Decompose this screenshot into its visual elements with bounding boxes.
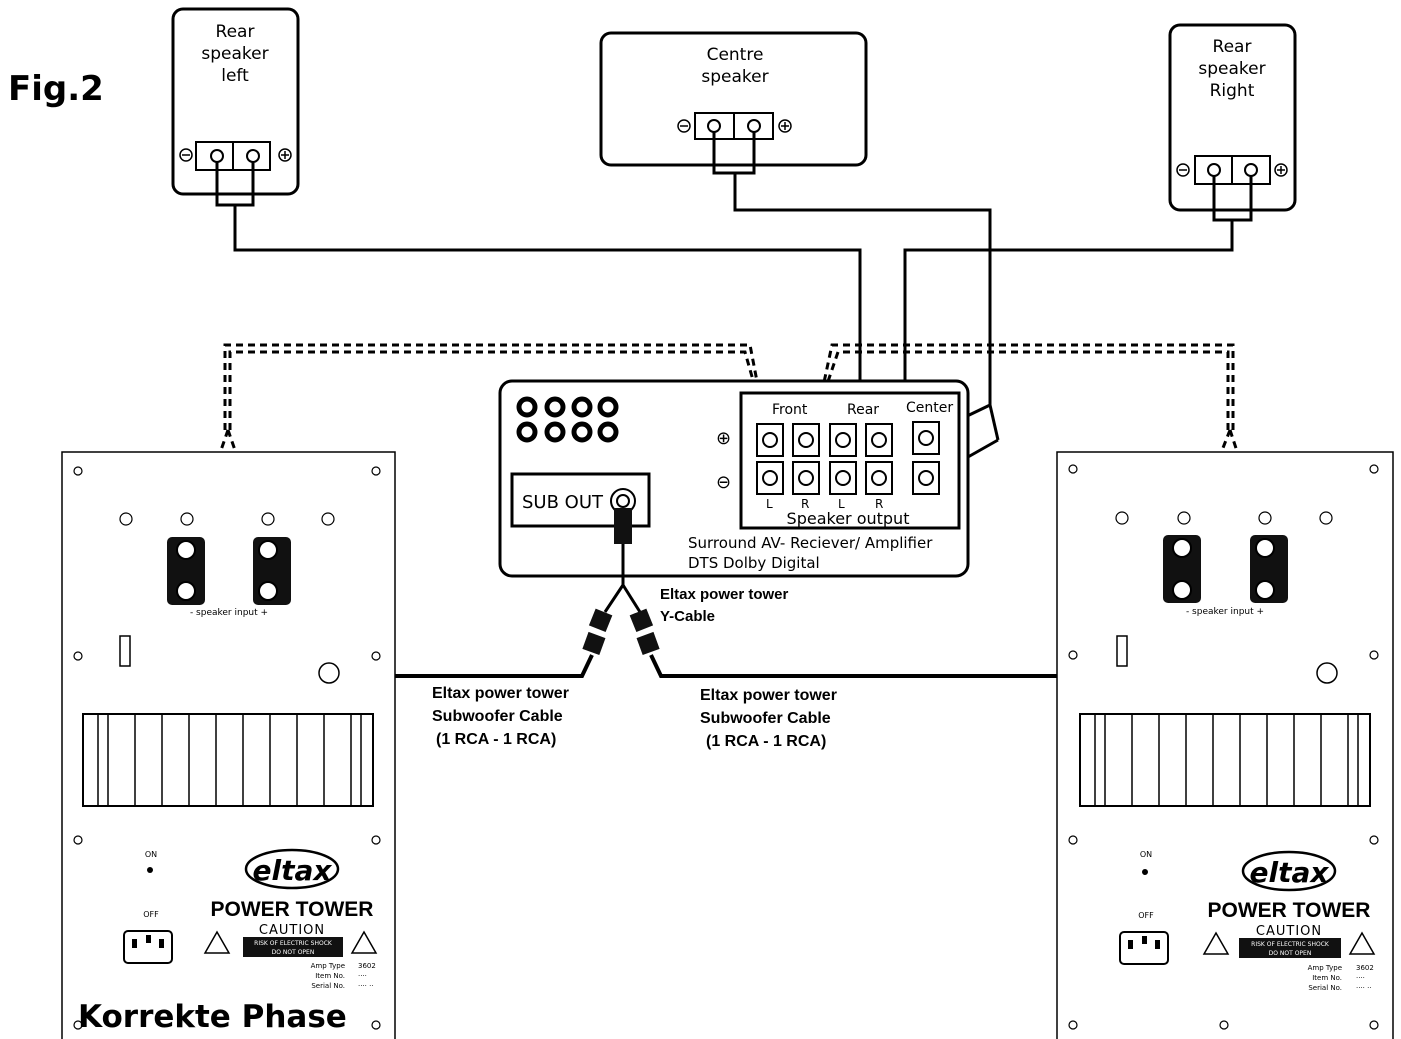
shock-line1: RISK OF ELECTRIC SHOCK <box>1251 941 1330 948</box>
power-led <box>147 867 153 873</box>
warning-icon <box>1202 931 1230 955</box>
caption: Korrekte Phase <box>78 999 347 1035</box>
speaker-input-label: - speaker input + <box>190 608 268 618</box>
spec-value-1: ···· <box>1356 974 1365 982</box>
speaker-input-neg <box>1163 535 1201 603</box>
centre-line2: speaker <box>701 67 768 87</box>
plus-symbol: ⊕ <box>716 428 731 449</box>
shock-line2: DO NOT OPEN <box>272 949 315 956</box>
av-receiver: SUB OUT Front Rear Center ⊕ ⊖ L R L R Sp… <box>498 379 970 578</box>
rear-right-line2: speaker <box>1198 59 1265 79</box>
eltax-logo-ring <box>1241 850 1337 892</box>
sub-cable-right-line2: Subwoofer Cable <box>700 710 831 727</box>
shock-line2: DO NOT OPEN <box>1269 950 1312 957</box>
speaker-input-label: - speaker input + <box>1186 607 1264 617</box>
line-in-jack <box>318 662 340 684</box>
speaker-output-label: Speaker output <box>787 509 910 528</box>
warning-icon <box>350 930 378 954</box>
rear-right-line3: Right <box>1210 81 1255 101</box>
sub-cable-left-line2: Subwoofer Cable <box>432 708 563 725</box>
phase-switch <box>1116 635 1128 667</box>
rear-left-line1: Rear <box>216 22 255 42</box>
front-r-label: R <box>801 497 809 511</box>
sub-cable-right-line1: Eltax power tower <box>700 687 837 704</box>
power-led <box>1142 869 1148 875</box>
off-label: OFF <box>143 910 159 919</box>
warning-icon <box>203 930 231 954</box>
eltax-logo: eltax <box>253 854 333 887</box>
off-label: OFF <box>1138 911 1154 920</box>
spec-value-0: 3602 <box>358 962 376 970</box>
spec-value-2: ···· ·· <box>1356 984 1372 992</box>
spec-value-0: 3602 <box>1356 964 1374 972</box>
spec-label-0: Amp Type <box>1308 964 1342 972</box>
caution-label: CAUTION <box>259 923 325 938</box>
y-cable-line1: Eltax power tower <box>660 586 789 603</box>
spec-label-0: Amp Type <box>311 962 345 970</box>
rear-speaker-left: Rear speaker left <box>171 7 300 196</box>
output-terminals <box>756 421 940 495</box>
spec-label-2: Serial No. <box>311 982 345 990</box>
sub-cable-left-line1: Eltax power tower <box>432 685 569 702</box>
rear-right-line1: Rear <box>1213 37 1252 57</box>
caution-label: CAUTION <box>1256 924 1322 939</box>
front-l-label: L <box>766 497 773 511</box>
on-label: ON <box>1140 850 1152 859</box>
receiver-line2: DTS Dolby Digital <box>688 554 820 572</box>
figure-label: Fig.2 <box>8 69 104 109</box>
eltax-logo-ring <box>244 848 340 890</box>
on-label: ON <box>145 850 157 859</box>
rear-left-line3: left <box>221 66 249 86</box>
subwoofer-cabling: Eltax power tower Y-Cable Eltax power to… <box>330 508 1322 750</box>
group-rear: Rear <box>847 402 879 418</box>
heatsink-grill <box>1079 713 1371 807</box>
minus-symbol: ⊖ <box>716 472 731 493</box>
spec-label-2: Serial No. <box>1308 984 1342 992</box>
heatsink-grill <box>82 713 374 807</box>
line-in-jack <box>1316 662 1338 684</box>
model-name: POWER TOWER <box>1208 899 1371 922</box>
centre-line1: Centre <box>707 45 764 65</box>
group-center: Center <box>906 400 953 416</box>
power-tower-left: - speaker input + ON OFF eltax POWER TOW… <box>61 451 396 1039</box>
spec-label-1: Item No. <box>315 972 345 980</box>
eltax-logo: eltax <box>1250 856 1330 889</box>
spec-label-1: Item No. <box>1312 974 1342 982</box>
y-cable-line2: Y-Cable <box>660 608 715 625</box>
centre-speaker: Centre speaker <box>599 31 868 167</box>
sub-cable-right-line3: (1 RCA - 1 RCA) <box>706 733 826 750</box>
rear-left-line2: speaker <box>201 44 268 64</box>
phase-switch <box>119 635 131 667</box>
rear-speaker-right: Rear speaker Right <box>1168 23 1297 212</box>
rear-l-label: L <box>838 497 845 511</box>
group-front: Front <box>772 402 808 418</box>
rca-input-jacks <box>516 396 619 443</box>
sub-cable-left-line3: (1 RCA - 1 RCA) <box>436 731 556 748</box>
spec-value-2: ···· ·· <box>358 982 374 990</box>
rear-r-label: R <box>875 497 883 511</box>
speaker-output-block <box>739 391 961 530</box>
receiver-line1: Surround AV- Reciever/ Amplifier <box>688 534 933 552</box>
sub-out-label: SUB OUT <box>522 492 604 513</box>
power-tower-right: - speaker input + ON OFF eltax POWER TOW… <box>1056 451 1394 1039</box>
spec-value-1: ···· <box>358 972 367 980</box>
shock-line1: RISK OF ELECTRIC SHOCK <box>254 940 333 947</box>
model-name: POWER TOWER <box>211 898 374 921</box>
warning-icon <box>1348 931 1376 955</box>
